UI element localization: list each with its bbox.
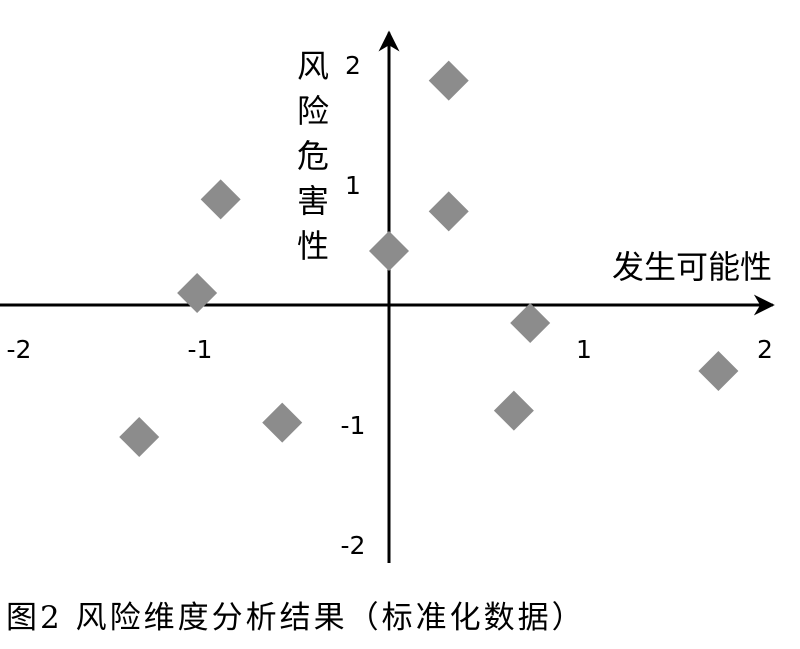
- data-point-diamond: [698, 351, 739, 391]
- axes: [0, 30, 775, 563]
- x-axis-title: 发生可能性: [612, 248, 772, 286]
- data-point-diamond: [262, 402, 303, 443]
- data-point-diamond: [119, 417, 160, 457]
- y-tick-label: 2: [345, 51, 361, 80]
- y-tick-label: -1: [341, 411, 366, 440]
- data-point-diamond: [177, 273, 218, 313]
- y-axis-title: 风险危害性: [297, 47, 329, 265]
- axis-titles: 发生可能性 风险危害性: [297, 47, 772, 286]
- y-tick-label: 1: [345, 171, 361, 200]
- x-tick-label: 1: [576, 335, 592, 364]
- x-tick-label: -1: [188, 335, 213, 364]
- data-point-diamond: [428, 191, 469, 232]
- tick-labels: -2 -1 1 2 2 1 -1 -2: [7, 51, 773, 560]
- x-tick-label: 2: [757, 335, 773, 364]
- data-points: [119, 60, 739, 457]
- scatter-chart: -2 -1 1 2 2 1 -1 -2 发生可能性 风险危害性: [0, 30, 775, 563]
- data-point-diamond: [369, 231, 409, 271]
- data-point-diamond: [428, 60, 469, 101]
- figure-caption: 图2 风险维度分析结果（标准化数据）: [6, 600, 586, 636]
- y-tick-label: -2: [341, 531, 366, 560]
- data-point-diamond: [493, 390, 534, 431]
- data-point-diamond: [510, 303, 551, 343]
- x-tick-label: -2: [7, 335, 32, 364]
- data-point-diamond: [200, 179, 241, 220]
